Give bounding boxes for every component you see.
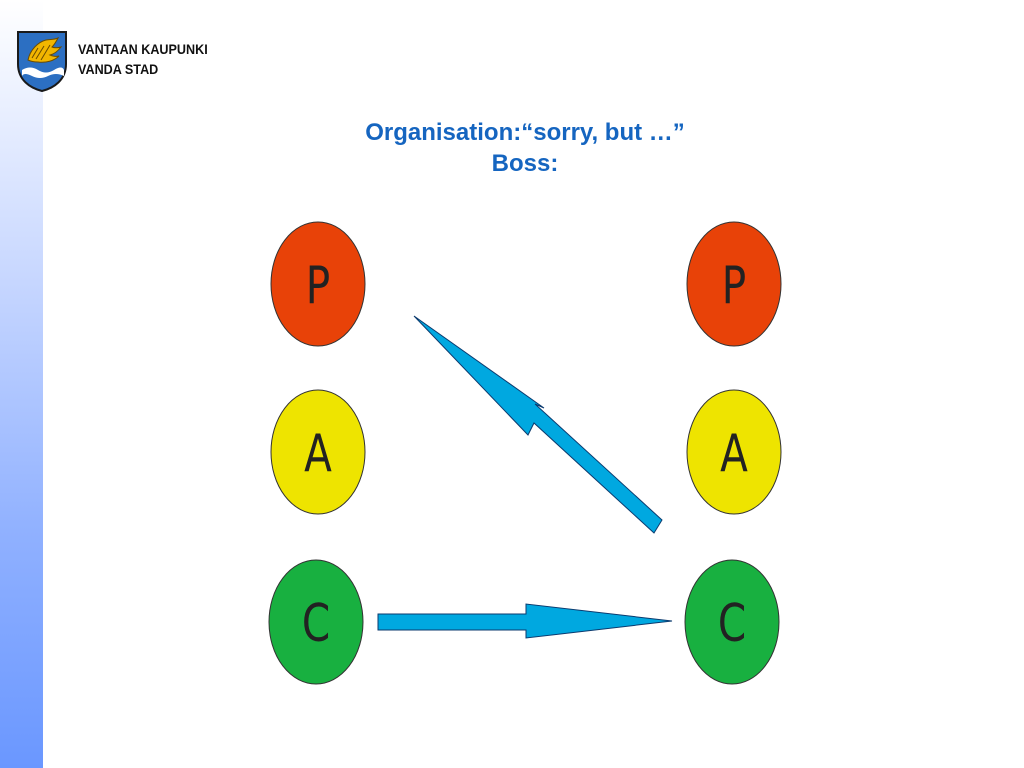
node-right-a-label: A — [720, 423, 748, 483]
node-left-c: C — [268, 559, 364, 685]
node-left-p-circle — [270, 221, 366, 347]
node-left-a: A — [270, 389, 366, 515]
node-right-c-label: C — [718, 593, 746, 653]
arrow-right-c-to-left-p — [413, 315, 663, 534]
side-gradient-bar — [0, 0, 43, 768]
node-right-c-circle — [684, 559, 780, 685]
slide-title: Organisation:“sorry, but …” Boss: — [260, 117, 790, 179]
node-right-p-circle — [686, 221, 782, 347]
node-left-c-label: C — [302, 593, 330, 653]
slide-title-line-1: Organisation:“sorry, but …” — [365, 119, 685, 146]
node-right-p-label: P — [722, 255, 746, 315]
node-right-a-circle — [686, 389, 782, 515]
node-left-a-circle — [270, 389, 366, 515]
vantaa-coat-of-arms-icon — [17, 31, 67, 92]
node-left-a-label: A — [304, 423, 332, 483]
node-left-p: P — [270, 221, 366, 347]
organization-name-swedish: VANDA STAD — [78, 61, 159, 77]
node-left-p-label: P — [306, 255, 330, 315]
node-left-c-circle — [268, 559, 364, 685]
arrow-left-c-to-right-c — [377, 603, 673, 639]
node-right-p: P — [686, 221, 782, 347]
slide-title-line-2: Boss: — [491, 150, 559, 177]
node-right-a: A — [686, 389, 782, 515]
node-right-c: C — [684, 559, 780, 685]
organization-name-finnish: VANTAAN KAUPUNKI — [78, 41, 208, 57]
organization-name: VANTAAN KAUPUNKI VANDA STAD — [78, 39, 208, 79]
